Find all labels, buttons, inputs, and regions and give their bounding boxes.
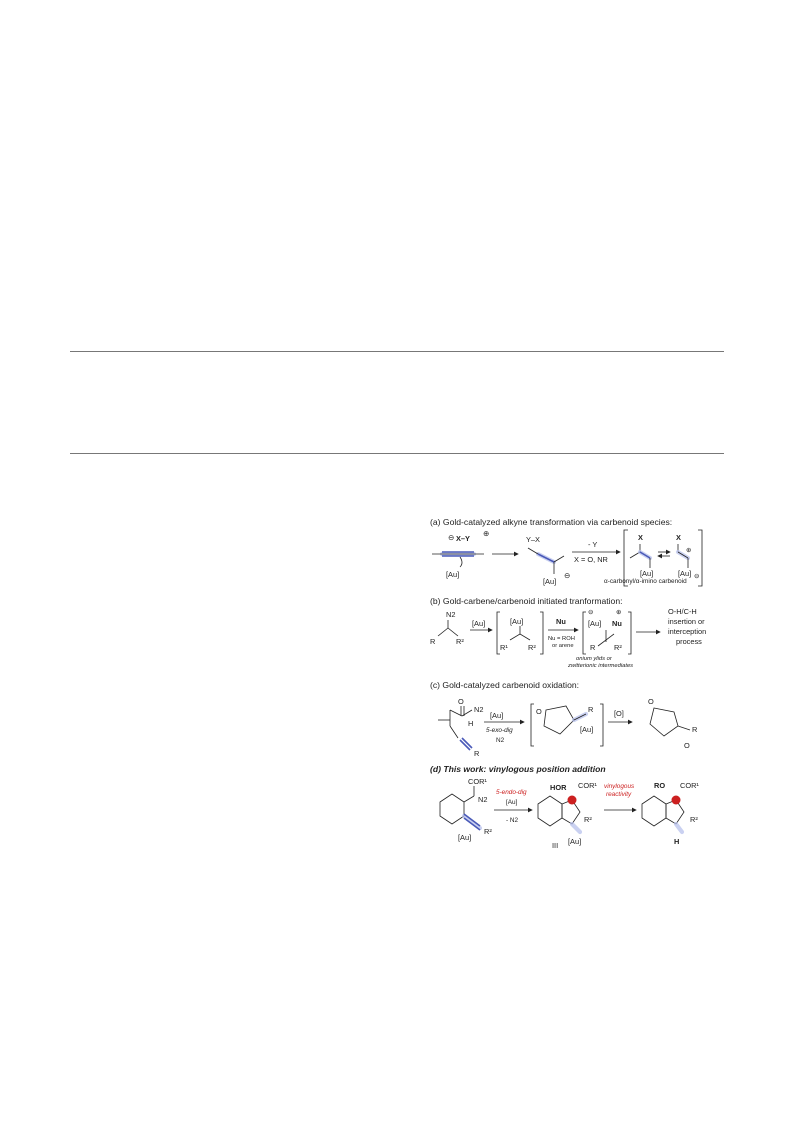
arrow-a-top: - Y: [588, 540, 597, 549]
r2-label-d2: R²: [584, 815, 592, 824]
au-catalyst-c1: [Au]: [490, 711, 503, 720]
panel-b: (b) Gold-carbene/carbenoid initiated tra…: [430, 596, 706, 669]
yx-group: Y–X: [526, 535, 540, 544]
header-rule-top: [70, 351, 724, 352]
cor1-label-d2: COR¹: [578, 781, 597, 790]
o-label-c3: O: [648, 697, 654, 706]
nu-definition: Nu = ROH: [548, 636, 575, 642]
intermediate-iii-label: III: [552, 841, 558, 850]
au-catalyst-a1: [Au]: [446, 570, 459, 579]
o-label-c4: O: [684, 741, 690, 750]
xy-reagent: X–Y: [456, 534, 470, 543]
panel-d-heading: (d) This work: vinylogous position addit…: [430, 764, 606, 774]
n2-c-cond: N2: [496, 737, 505, 744]
result-line-3: interception: [668, 627, 706, 636]
r-label-c2: R: [588, 705, 593, 714]
cond-au-d: [Au]: [506, 799, 518, 806]
o-label-c: O: [458, 697, 464, 706]
ylide-caption: onium ylids or: [576, 656, 613, 662]
au-intermediate-c: [Au]: [580, 725, 593, 734]
reactive-site-marker-1: [567, 795, 577, 805]
panel-d: (d) This work: vinylogous position addit…: [430, 764, 699, 850]
r-label-c3: R: [692, 725, 697, 734]
n2-label-b: N2: [446, 610, 455, 619]
au-catalyst-b1: [Au]: [472, 619, 485, 628]
vinylogous-label-2: reactivity: [606, 791, 632, 798]
header-rule-bottom: [70, 453, 724, 454]
nu-definition-2: or arene: [552, 643, 574, 649]
n2-label-d: N2: [478, 795, 487, 804]
plus-charge: ⊕: [483, 529, 489, 538]
result-line-4: process: [676, 637, 702, 646]
r2-label-b: R²: [456, 637, 464, 646]
ylide-caption-2: zwitterionic intermediates: [567, 663, 633, 669]
plus-charge-b: ⊕: [616, 609, 621, 616]
minus-charge-a2: ⊖: [564, 571, 570, 580]
n2-label-c: N2: [474, 705, 483, 714]
cond-c: 5-exo-dig: [486, 727, 513, 734]
minus-charge-b: ⊖: [588, 609, 593, 616]
cond-d: 5-endo-dig: [496, 789, 527, 796]
h-label-c: H: [468, 719, 473, 728]
x-label-1: X: [638, 533, 643, 542]
result-line-1: O-H/C-H: [668, 607, 697, 616]
r2-label-d3: R²: [690, 815, 698, 824]
r2-label-b2: R²: [528, 643, 536, 652]
au-intermediate-d: [Au]: [568, 837, 581, 846]
au-catalyst-a3: [Au]: [640, 569, 653, 578]
carbenoid-caption: α-carbonyl/α-imino carbenoid: [604, 578, 687, 585]
au-catalyst-a4: [Au]: [678, 569, 691, 578]
vinylogous-label-1: vinylogous: [604, 783, 635, 790]
r2-label-d: R²: [484, 827, 492, 836]
r-label-b2: R: [590, 643, 595, 652]
au-intermediate-label: [Au]: [588, 619, 601, 628]
panel-c-heading: (c) Gold-catalyzed carbenoid oxidation:: [430, 680, 579, 690]
r-label-b: R: [430, 637, 435, 646]
minus-charge-a4: ⊖: [694, 573, 699, 580]
result-line-2: insertion or: [668, 617, 705, 626]
nu-label: Nu: [556, 617, 566, 626]
cor1-label-d3: COR¹: [680, 781, 699, 790]
panel-b-heading: (b) Gold-carbene/carbenoid initiated tra…: [430, 596, 623, 606]
au-carbene-label: [Au]: [510, 617, 523, 626]
au-catalyst-a2: [Au]: [543, 577, 556, 586]
x-label-2: X: [676, 533, 681, 542]
panel-a: (a) Gold-catalyzed alkyne transformation…: [430, 517, 703, 587]
h-label-d: H: [674, 837, 679, 846]
panel-a-heading: (a) Gold-catalyzed alkyne transformation…: [430, 517, 672, 527]
cond-n2-d: - N2: [506, 817, 519, 824]
au-catalyst-d1: [Au]: [458, 833, 471, 842]
r-label-c: R: [474, 749, 479, 758]
panel-c: (c) Gold-catalyzed carbenoid oxidation: …: [430, 680, 697, 758]
reactive-site-marker-2: [671, 795, 681, 805]
r2-label-b3: R²: [614, 643, 622, 652]
nu-intermediate: Nu: [612, 619, 622, 628]
oxidant-label: [O]: [614, 709, 624, 718]
cor1-label-d: COR¹: [468, 777, 487, 786]
plus-charge-a3: ⊕: [686, 547, 691, 554]
reaction-scheme-figure: (a) Gold-catalyzed alkyne transformation…: [430, 517, 706, 850]
minus-charge: ⊖: [448, 533, 454, 542]
hor-label: HOR: [550, 783, 567, 792]
ro-label: RO: [654, 781, 665, 790]
r1-label-b: R¹: [500, 643, 508, 652]
o-label-c2: O: [536, 707, 542, 716]
arrow-a-bottom: X = O, NR: [574, 555, 608, 564]
